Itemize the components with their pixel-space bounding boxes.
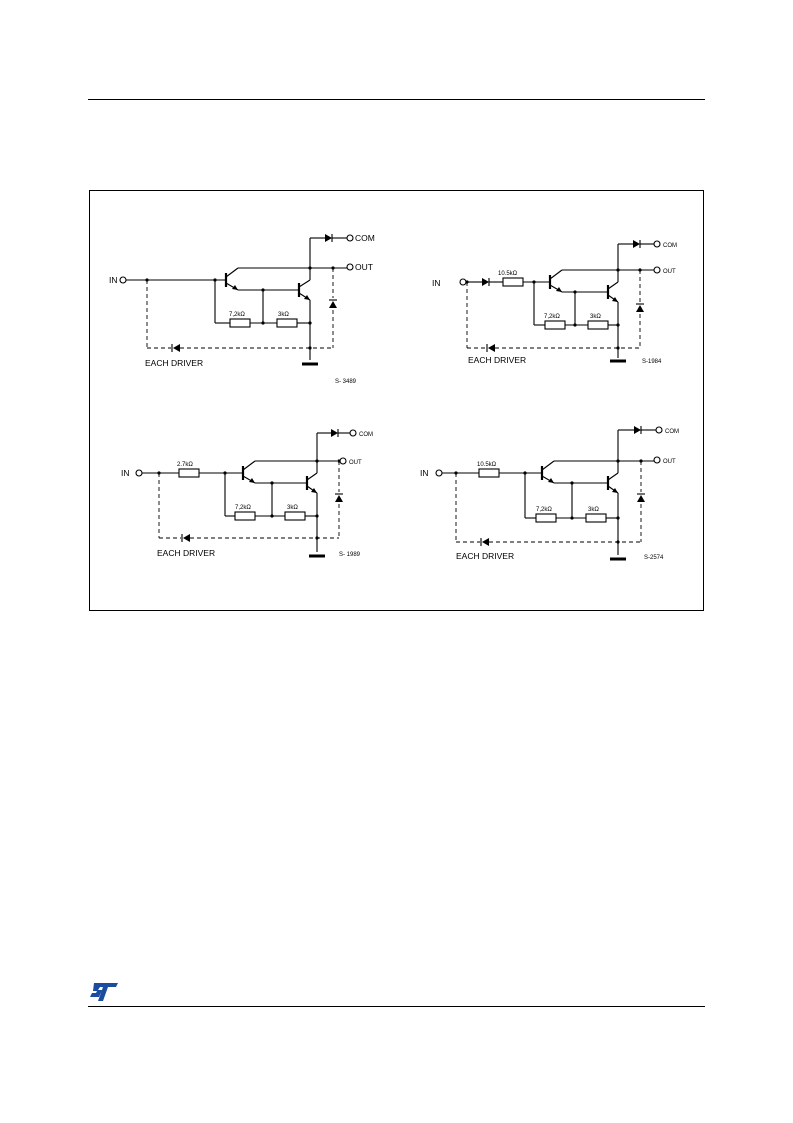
resistor-icon [587, 320, 609, 330]
clamp-diode-icon [335, 495, 343, 502]
resistor-label: 7,2kΩ [536, 507, 552, 513]
resistor-icon [229, 318, 251, 328]
circuit-schematic-4: IN 10.5kΩ OUT COM [416, 422, 701, 567]
return-diode-icon [488, 344, 495, 352]
circuit-schematic-1: IN OUT COM [105, 228, 395, 385]
each-driver-caption: EACH DRIVER [456, 551, 514, 561]
resistor-icon [478, 468, 500, 478]
input-terminal [459, 278, 467, 286]
resistor-label: 2.7kΩ [177, 462, 193, 468]
figure-code: S- 3489 [335, 379, 357, 385]
st-logo-icon [88, 981, 120, 1008]
figure-code: S- 1989 [339, 552, 361, 558]
pin-out-label: OUT [663, 459, 676, 465]
resistor-label: 10.5kΩ [498, 271, 518, 277]
resistor-label: 7,2kΩ [229, 312, 245, 318]
pin-out-label: OUT [355, 262, 373, 272]
input-diode-icon [482, 278, 489, 286]
circuit-diagram: IN 10.5kΩ OUT COM [432, 240, 677, 365]
resistor-icon [276, 318, 298, 328]
figure-frame [89, 190, 704, 611]
each-driver-caption: EACH DRIVER [157, 548, 215, 558]
circuit-schematic-3: IN 2.7kΩ OUT COM [117, 424, 397, 564]
com-terminal [655, 426, 663, 434]
each-driver-caption: EACH DRIVER [468, 355, 526, 365]
resistor-icon [284, 511, 306, 521]
resistor-icon [178, 468, 200, 478]
return-diode-icon [482, 538, 489, 546]
input-terminal [135, 469, 143, 477]
com-diode-icon [634, 426, 641, 434]
out-terminal [653, 266, 661, 274]
resistor-icon [502, 277, 524, 287]
com-diode-icon [325, 234, 332, 242]
resistor-label: 10.5kΩ [477, 462, 497, 468]
com-terminal [349, 429, 357, 437]
figure-code: S-1984 [642, 359, 662, 365]
pin-in-label: IN [432, 278, 441, 288]
circuit-diagram: IN 2.7kΩ OUT COM [121, 429, 373, 558]
input-terminal [119, 276, 127, 284]
pin-out-label: OUT [349, 460, 362, 466]
pin-in-label: IN [121, 468, 130, 478]
out-terminal [346, 263, 354, 271]
pin-in-label: IN [109, 275, 118, 285]
resistor-icon [544, 320, 566, 330]
pin-com-label: COM [663, 243, 677, 249]
resistor-icon [585, 513, 607, 523]
com-diode-icon [633, 240, 640, 248]
header-rule [88, 99, 705, 100]
figure-code: S-2574 [644, 555, 664, 561]
clamp-diode-icon [636, 305, 644, 312]
pin-com-label: COM [355, 233, 375, 243]
clamp-diode-icon [637, 495, 645, 502]
resistor-icon [535, 513, 557, 523]
pin-com-label: COM [665, 429, 679, 435]
resistor-label: 3kΩ [590, 314, 601, 320]
pin-in-label: IN [420, 468, 429, 478]
circuit-diagram: IN OUT COM [109, 233, 375, 385]
each-driver-caption: EACH DRIVER [145, 358, 203, 368]
resistor-label: 7,2kΩ [544, 314, 560, 320]
circuit-diagram: IN 10.5kΩ OUT COM [420, 426, 679, 561]
input-terminal [435, 469, 443, 477]
com-terminal [653, 240, 661, 248]
resistor-label: 3kΩ [287, 505, 298, 511]
com-diode-icon [331, 429, 338, 437]
out-terminal [653, 456, 661, 464]
pin-out-label: OUT [663, 269, 676, 275]
resistor-label: 7,2kΩ [235, 505, 251, 511]
pin-com-label: COM [359, 432, 373, 438]
circuit-schematic-2: IN 10.5kΩ OUT COM [430, 236, 705, 371]
return-diode-icon [183, 534, 190, 542]
clamp-diode-icon [329, 301, 337, 308]
footer-rule [88, 1006, 705, 1007]
out-terminal [339, 457, 347, 465]
resistor-icon [234, 511, 256, 521]
resistor-label: 3kΩ [278, 312, 289, 318]
resistor-label: 3kΩ [588, 507, 599, 513]
return-diode-icon [173, 344, 180, 352]
com-terminal [346, 234, 354, 242]
